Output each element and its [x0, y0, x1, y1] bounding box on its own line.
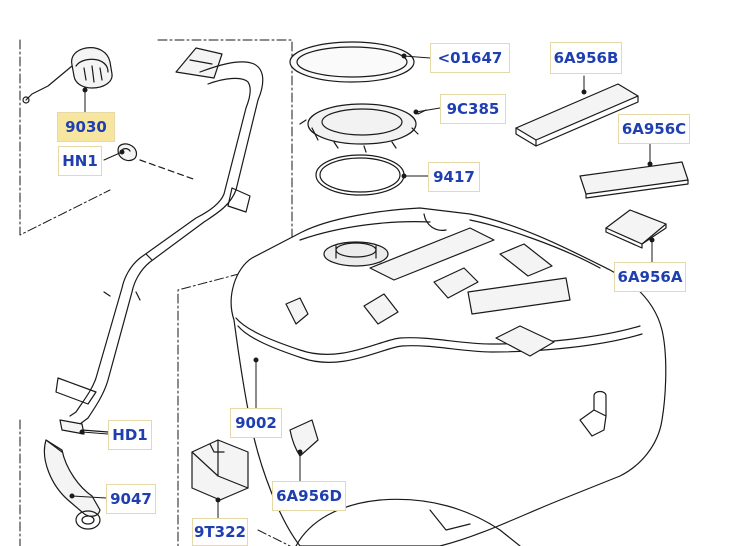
hose-9047-part[interactable] [43, 439, 101, 530]
pad-6a956c-part[interactable] [579, 161, 689, 199]
clip-hn1-part[interactable] [117, 143, 197, 181]
callout-6a956a[interactable]: 6A956A [614, 262, 686, 292]
callout-9002[interactable]: 9002 [230, 408, 282, 438]
pad-6a956b-part[interactable] [515, 83, 639, 147]
fuel-tank-part[interactable] [230, 207, 667, 546]
pad-6a956d-part[interactable] [289, 419, 319, 457]
callout-9417[interactable]: 9417 [428, 162, 480, 192]
clamp-hd1-part[interactable] [59, 419, 109, 435]
gasket-9417-part[interactable] [315, 154, 405, 196]
pad-6a956a-part[interactable] [605, 209, 667, 249]
callout-6a956c[interactable]: 6A956C [618, 114, 690, 144]
leader-dots [69, 53, 655, 503]
callout-9t322[interactable]: 9T322 [192, 518, 248, 546]
callout-9c385[interactable]: 9C385 [440, 94, 506, 124]
filler-neck-part[interactable] [55, 47, 264, 425]
callout-6a956b[interactable]: 6A956B [550, 42, 622, 74]
seal-ring-01647-part[interactable] [289, 41, 415, 83]
bracket-9t322-part[interactable] [191, 439, 249, 501]
callout-01647[interactable]: <01647 [430, 43, 510, 73]
leader-lines [71, 55, 653, 521]
callout-6a956d[interactable]: 6A956D [272, 481, 346, 511]
callout-9047[interactable]: 9047 [106, 484, 156, 514]
callout-hn1[interactable]: HN1 [58, 146, 102, 176]
fuel-cap-part[interactable] [22, 47, 113, 104]
callout-9030[interactable]: 9030 [57, 112, 115, 142]
lower-tank-part [295, 498, 521, 546]
lock-ring-9c385-part[interactable] [299, 103, 427, 153]
callout-hd1[interactable]: HD1 [108, 420, 152, 450]
